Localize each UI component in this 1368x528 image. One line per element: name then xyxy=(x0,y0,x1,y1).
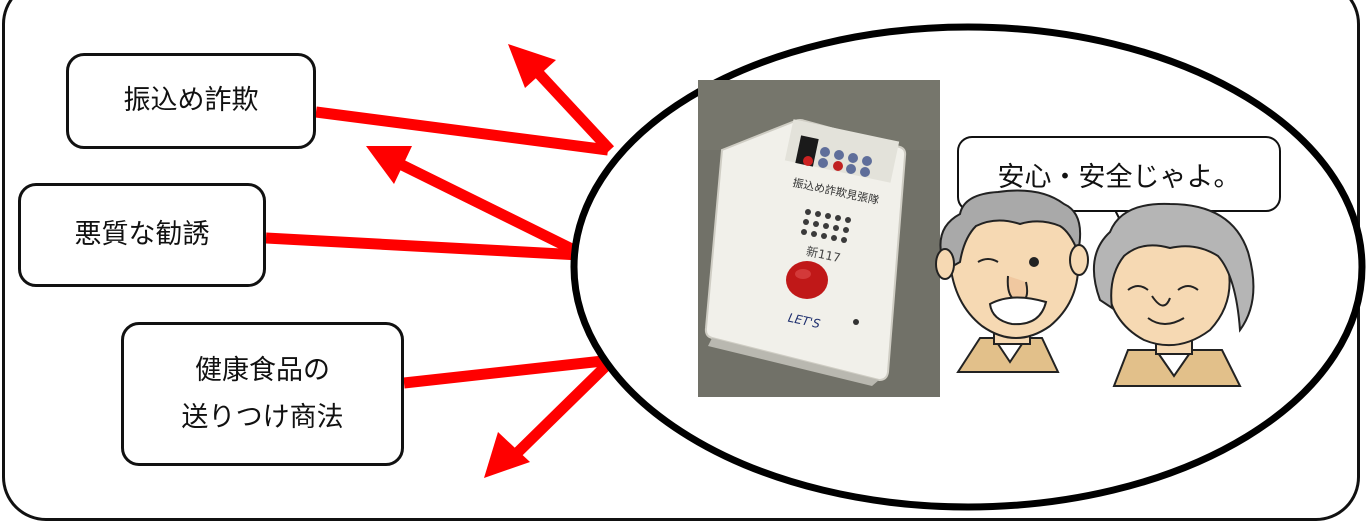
arrow-line-fraud xyxy=(316,112,608,150)
arrow-bounce-middle xyxy=(400,164,578,252)
label-box-fraud: 振込め詐欺 xyxy=(66,53,316,149)
arrow-line-solicitation xyxy=(266,238,580,255)
label-health-food-line2: 送りつけ商法 xyxy=(181,394,343,441)
label-solicitation: 悪質な勧誘 xyxy=(75,211,210,258)
device-photo: 振込め詐欺見張隊 新117 LET'S xyxy=(698,80,940,397)
label-box-health-food: 健康食品の 送りつけ商法 xyxy=(121,322,404,466)
arrow-head-bottom xyxy=(484,432,530,478)
label-health-food-line1: 健康食品の xyxy=(195,347,330,394)
speech-bubble-text: 安心・安全じゃよ。 xyxy=(958,137,1280,211)
arrow-line-healthfood xyxy=(404,360,612,383)
arrow-bounce-bottom xyxy=(512,362,610,458)
device-red-button xyxy=(786,261,828,299)
label-fraud: 振込め詐欺 xyxy=(124,77,259,124)
label-box-solicitation: 悪質な勧誘 xyxy=(18,183,266,287)
